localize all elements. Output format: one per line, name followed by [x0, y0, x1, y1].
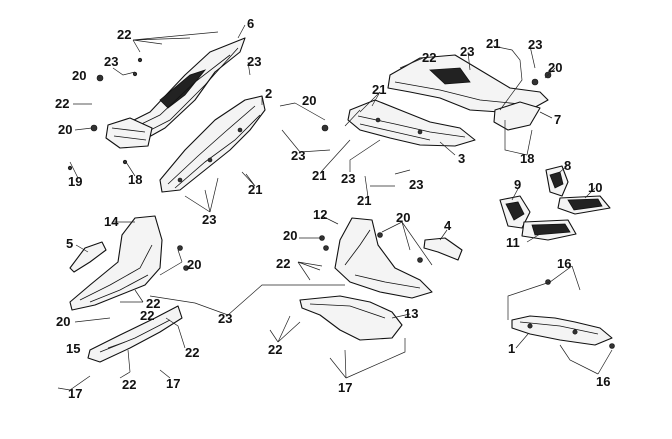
callout-18b: 18: [520, 151, 534, 166]
callout-3: 3: [458, 151, 465, 166]
part-12-side-cover: [334, 217, 433, 299]
callout-22g: 22: [122, 377, 136, 392]
callout-6: 6: [247, 16, 254, 31]
callout-17a: 17: [68, 386, 82, 401]
part-5-bracket: [69, 241, 107, 273]
callout-20b: 20: [58, 122, 72, 137]
callout-2: 2: [265, 86, 272, 101]
callout-20g: 20: [187, 257, 201, 272]
callout-23e: 23: [291, 148, 305, 163]
callout-14: 14: [104, 214, 119, 229]
callout-12: 12: [313, 207, 327, 222]
callout-5: 5: [66, 236, 73, 251]
part-14-side-cover: [69, 215, 163, 311]
callout-21d: 21: [357, 193, 371, 208]
callout-22c: 22: [422, 50, 436, 65]
callout-9: 9: [514, 177, 521, 192]
callout-20d: 20: [548, 60, 562, 75]
callout-20f: 20: [283, 228, 297, 243]
callout-labels: 1 2 3 4 5 6 7 8 9 10 11 12 13 14 15 16 1…: [55, 16, 610, 401]
part-9-panel: [499, 195, 531, 229]
leader-lines: [57, 24, 613, 391]
callout-22a: 22: [117, 27, 131, 42]
part-11-panel: [521, 219, 577, 241]
callout-17c: 17: [338, 380, 352, 395]
part-3-side-cover: [347, 99, 476, 147]
callout-22h: 22: [268, 342, 282, 357]
callout-13: 13: [404, 306, 418, 321]
part-1-bracket: [511, 315, 613, 346]
callout-22d: 22: [276, 256, 290, 271]
part-2-side-cover: [159, 95, 266, 193]
callout-20c: 20: [302, 93, 316, 108]
part-4-bracket: [423, 237, 463, 261]
callout-23h: 23: [202, 212, 216, 227]
callout-21b: 21: [372, 82, 386, 97]
callout-20e: 20: [396, 210, 410, 225]
callout-4: 4: [444, 218, 452, 233]
part-8-panel: [545, 165, 569, 197]
callout-23g: 23: [409, 177, 423, 192]
callout-22e: 22: [146, 296, 160, 311]
callout-23d: 23: [528, 37, 542, 52]
callout-7: 7: [554, 112, 561, 127]
part-10-panel: [557, 195, 611, 215]
callout-11: 11: [506, 235, 520, 250]
callout-22i: 22: [140, 308, 154, 323]
callout-16a: 16: [557, 256, 571, 271]
callout-10: 10: [588, 180, 602, 195]
callout-15: 15: [66, 341, 80, 356]
callout-23c: 23: [460, 44, 474, 59]
callout-21c: 21: [312, 168, 326, 183]
callout-20a: 20: [72, 68, 86, 83]
callout-8: 8: [564, 158, 571, 173]
callout-1: 1: [508, 341, 515, 356]
callout-18a: 18: [128, 172, 142, 187]
callout-21a: 21: [486, 36, 500, 51]
callout-23b: 23: [247, 54, 261, 69]
part-7-upper-cover: [387, 54, 549, 131]
callout-22f: 22: [185, 345, 199, 360]
callout-19: 19: [68, 174, 82, 189]
callout-23a: 23: [104, 54, 118, 69]
callout-23i: 23: [218, 311, 232, 326]
callout-21e: 21: [248, 182, 262, 197]
callout-17b: 17: [166, 376, 180, 391]
callout-16b: 16: [596, 374, 610, 389]
callout-20h: 20: [56, 314, 70, 329]
part-13-trim: [299, 295, 403, 341]
part-6-upper-cover: [105, 37, 246, 149]
part-15-trim: [87, 305, 183, 363]
callout-22b: 22: [55, 96, 69, 111]
fasteners: [67, 57, 615, 349]
callout-23f: 23: [341, 171, 355, 186]
